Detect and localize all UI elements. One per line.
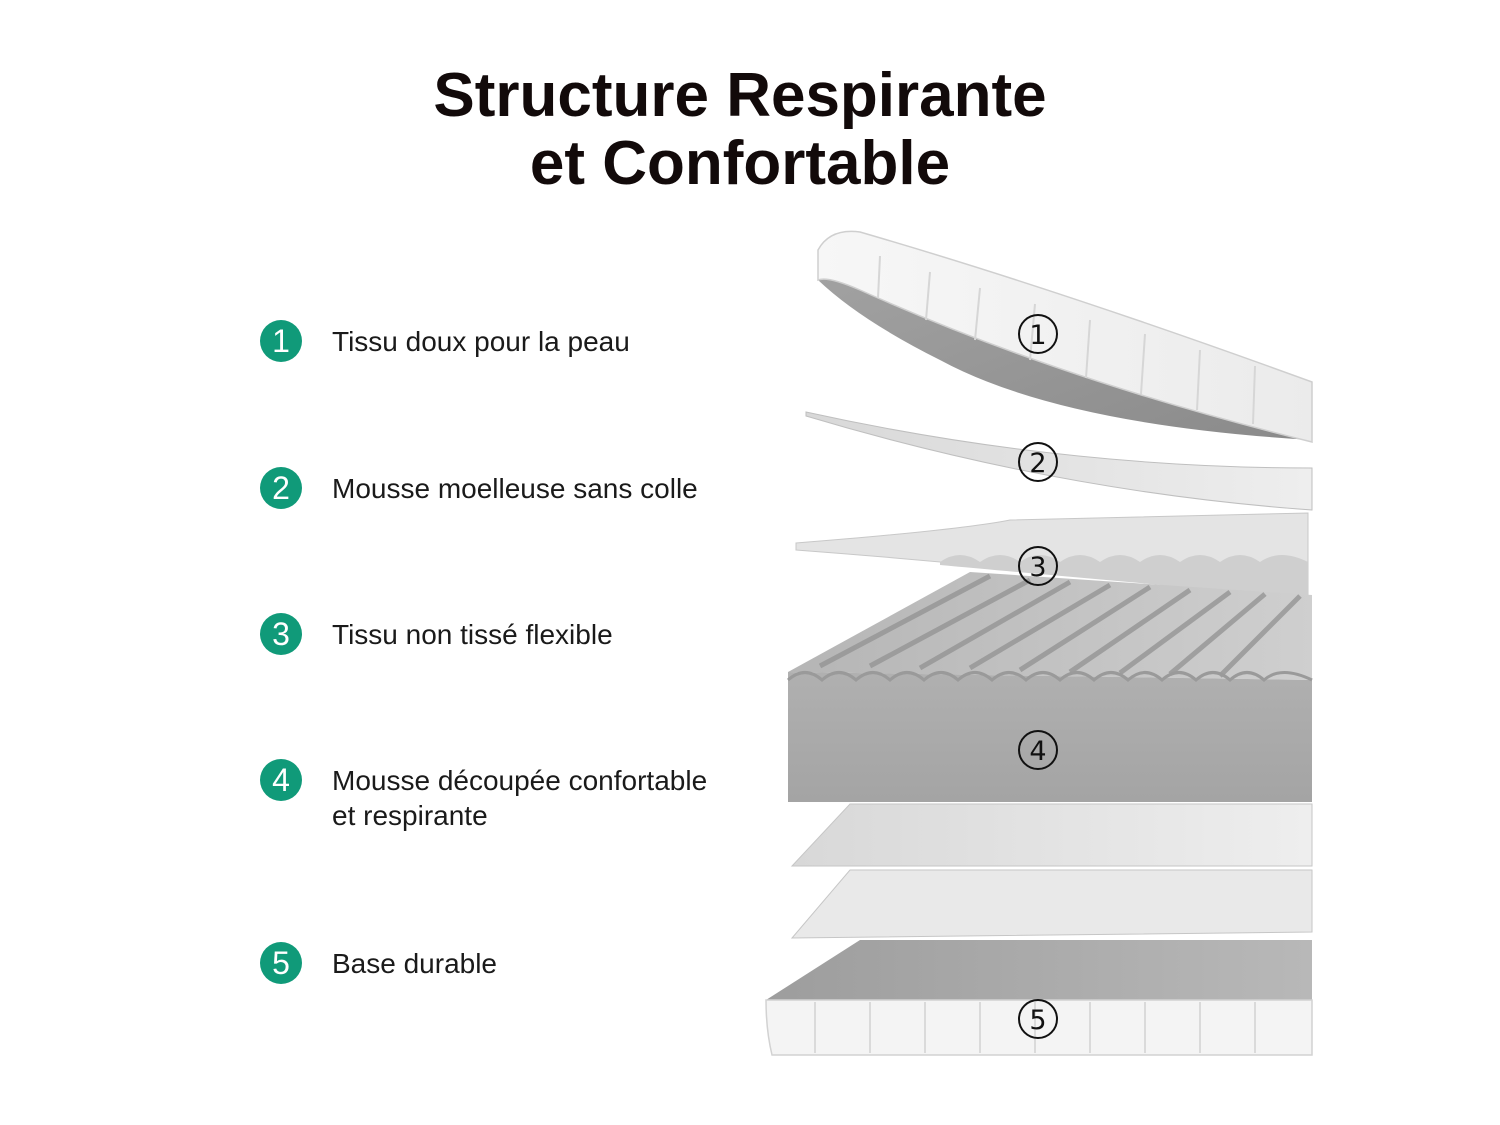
diagram-marker-text: 5 <box>1029 1005 1046 1036</box>
layer-4-cut-foam <box>787 572 1313 802</box>
layer-sheet-b <box>790 869 1313 939</box>
legend-label-4: Mousse découpée confortable et respirant… <box>332 763 752 833</box>
diagram-marker-3: 3 <box>1018 546 1058 586</box>
number-badge-2: 2 <box>260 467 302 509</box>
legend-label-line: Mousse moelleuse sans colle <box>332 473 698 504</box>
layer-5-base <box>765 940 1313 1056</box>
legend-label-line: Tissu doux pour la peau <box>332 326 630 357</box>
title-line-1: Structure Respirante <box>433 61 1047 130</box>
layer-1-top-fabric <box>817 230 1313 443</box>
diagram-marker-text: 2 <box>1029 448 1046 479</box>
diagram-marker-4: 4 <box>1018 730 1058 770</box>
diagram-marker-1: 1 <box>1018 314 1058 354</box>
legend-label-line: Mousse découpée confortable <box>332 765 708 796</box>
number-badge-1: 1 <box>260 320 302 362</box>
legend-label-line: Base durable <box>332 948 498 979</box>
legend-label-1: Tissu doux pour la peau <box>332 324 752 359</box>
layer-3-nonwoven <box>795 512 1309 603</box>
legend-label-line: Tissu non tissé flexible <box>332 619 613 650</box>
diagram-marker-text: 4 <box>1029 736 1046 767</box>
diagram-marker-text: 3 <box>1029 552 1046 583</box>
legend-label-3: Tissu non tissé flexible <box>332 617 752 652</box>
number-badge-5: 5 <box>260 942 302 984</box>
title-line-2: et Confortable <box>529 129 951 198</box>
diagram-marker-2: 2 <box>1018 442 1058 482</box>
legend-label-2: Mousse moelleuse sans colle <box>332 471 752 506</box>
diagram-marker-5: 5 <box>1018 999 1058 1039</box>
layer-sheet-a <box>790 803 1313 867</box>
legend-label-line: et respirante <box>332 800 488 831</box>
page-title: Structure Respirante et Confortable <box>0 62 1480 198</box>
legend-label-5: Base durable <box>332 946 752 981</box>
number-badge-4: 4 <box>260 759 302 801</box>
layer-2-soft-foam <box>805 411 1313 511</box>
mattress-layers-illustration: 1 2 3 4 5 <box>765 230 1313 1056</box>
diagram-marker-text: 1 <box>1029 320 1046 351</box>
number-badge-3: 3 <box>260 613 302 655</box>
